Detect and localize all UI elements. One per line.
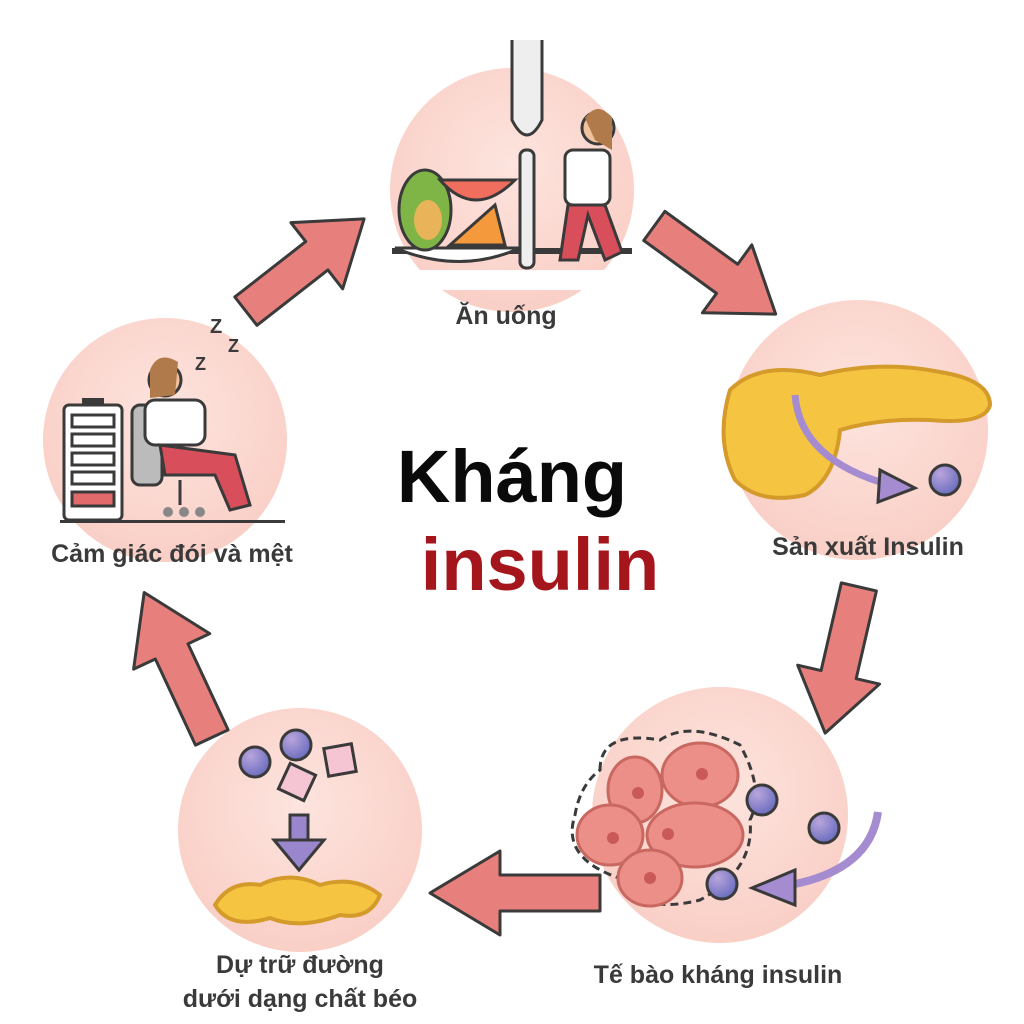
cycle-arrows <box>132 209 882 937</box>
arrow-icon <box>233 217 366 327</box>
fat-storage-icon <box>212 728 383 926</box>
sleep-z-text: Z <box>210 316 222 338</box>
sleep-z-text: Z <box>195 354 206 374</box>
step-label-hungry-tired: Cảm giác đói và mệt <box>51 540 293 568</box>
arrow-icon <box>428 849 602 937</box>
resistant-cells-icon <box>570 729 882 908</box>
step-label-resistant-cells: Tế bào kháng insulin <box>594 961 843 989</box>
step-label-fat-storage-line2: dưới dạng chất béo <box>183 985 418 1013</box>
arrow-icon <box>796 581 882 735</box>
arrow-icon <box>642 209 778 316</box>
pancreas-icon <box>721 364 993 505</box>
sleep-z-text: Z <box>228 336 239 356</box>
arrow-icon <box>132 590 230 747</box>
title-line1: Kháng <box>397 435 627 518</box>
tired-person-battery-icon: Z Z Z <box>60 316 285 523</box>
step-label-eating: Ăn uống <box>455 301 556 330</box>
food-fork-person-icon <box>392 40 632 270</box>
step-label-insulin-production: Sản xuất Insulin <box>772 533 964 561</box>
step-label-fat-storage-line1: Dự trữ đường <box>216 951 384 979</box>
title-line2: insulin <box>421 523 659 606</box>
